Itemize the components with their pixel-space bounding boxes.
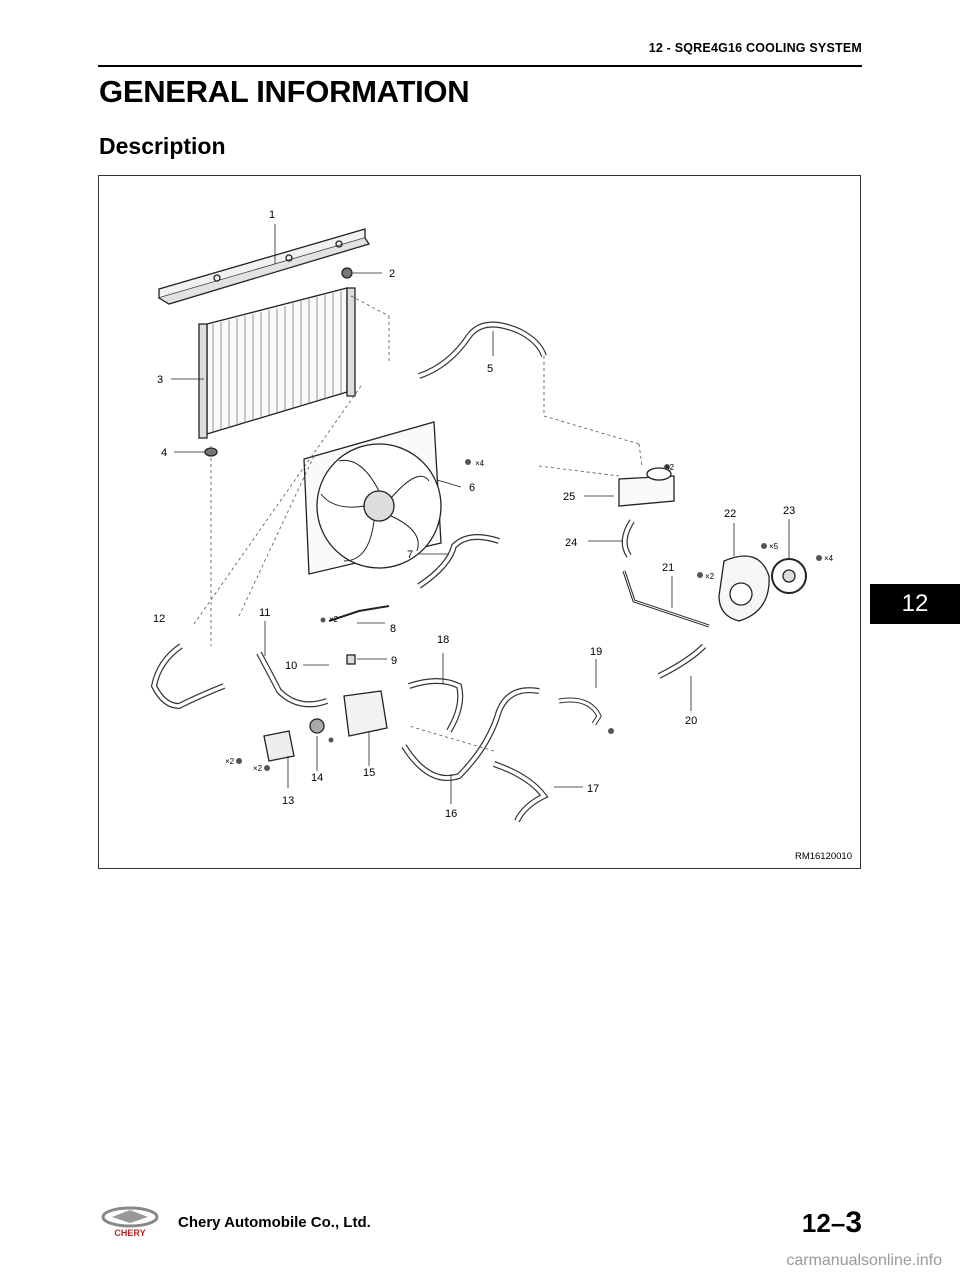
watermark: carmanualsonline.info bbox=[786, 1252, 942, 1269]
callout-1: 1 bbox=[269, 209, 275, 221]
callout-17: 17 bbox=[587, 783, 599, 795]
qty-pipe-bolts: ×2 bbox=[329, 615, 339, 624]
callout-18: 18 bbox=[437, 634, 449, 646]
section-title: 12 - SQRE4G16 COOLING SYSTEM bbox=[648, 41, 862, 55]
qty-fan-bolts: ×4 bbox=[475, 459, 485, 468]
callout-4: 4 bbox=[161, 447, 167, 459]
qty-outlet-bolts: ×2 bbox=[705, 572, 715, 581]
svg-text:CHERY: CHERY bbox=[114, 1228, 145, 1238]
qty-pulley-bolts: ×4 bbox=[824, 554, 834, 563]
radiator-hose-part bbox=[150, 643, 226, 710]
callout-20: 20 bbox=[685, 715, 697, 727]
callout-8: 8 bbox=[390, 623, 396, 635]
company-name: Chery Automobile Co., Ltd. bbox=[178, 1214, 371, 1231]
quantity-labels: ×4 ×2 ×2 ×2 ×2 ×2 ×5 ×4 bbox=[225, 459, 834, 773]
bypass-pipe-part bbox=[328, 605, 390, 622]
callout-13: 13 bbox=[282, 795, 294, 807]
qty-13b: ×2 bbox=[253, 764, 263, 773]
thermostat-part bbox=[309, 718, 325, 734]
chapter-tab: 12 bbox=[870, 584, 960, 624]
callout-24: 24 bbox=[565, 537, 577, 549]
callout-5: 5 bbox=[487, 363, 493, 375]
callout-12: 12 bbox=[153, 613, 165, 625]
water-outlet-part bbox=[263, 730, 295, 762]
qty-pump-bolts: ×5 bbox=[769, 542, 779, 551]
callout-2: 2 bbox=[389, 268, 395, 280]
callout-9: 9 bbox=[391, 655, 397, 667]
figure-code: RM16120010 bbox=[794, 851, 852, 862]
cooling-system-diagram: 1 2 3 4 5 6 7 8 9 10 11 12 13 14 15 16 1… bbox=[98, 175, 861, 869]
page-prefix: 12– bbox=[801, 1208, 846, 1238]
exploded-view-drawing: 1 2 3 4 5 6 7 8 9 10 11 12 13 14 15 16 1… bbox=[150, 209, 834, 823]
callout-16: 16 bbox=[445, 808, 457, 820]
upper-bracket-part bbox=[158, 228, 366, 299]
callout-19: 19 bbox=[590, 646, 602, 658]
callout-10: 10 bbox=[285, 660, 297, 672]
page-number: 12–3 bbox=[802, 1206, 862, 1240]
callout-3: 3 bbox=[157, 374, 163, 386]
mount-part bbox=[341, 267, 353, 279]
section-subheading: Description bbox=[99, 133, 226, 159]
callout-22: 22 bbox=[724, 508, 736, 520]
callout-6: 6 bbox=[469, 482, 475, 494]
small-hose-part bbox=[346, 654, 356, 665]
callout-14: 14 bbox=[311, 772, 323, 784]
callout-23: 23 bbox=[783, 505, 795, 517]
qty-13a: ×2 bbox=[225, 757, 235, 766]
header-divider bbox=[98, 65, 862, 67]
qty-tank-bolts: ×2 bbox=[665, 463, 675, 472]
callout-21: 21 bbox=[662, 562, 674, 574]
page-heading: GENERAL INFORMATION bbox=[99, 74, 470, 109]
callout-labels: 1 2 3 4 5 6 7 8 9 10 11 12 13 14 15 16 1… bbox=[153, 209, 795, 820]
pipe-fitting-part bbox=[558, 697, 602, 726]
callout-25: 25 bbox=[563, 491, 575, 503]
callout-7: 7 bbox=[407, 549, 413, 561]
thermostat-housing-part bbox=[343, 690, 388, 737]
page-num: 3 bbox=[845, 1206, 862, 1239]
expansion-tank-part bbox=[618, 475, 675, 507]
callout-11: 11 bbox=[259, 607, 270, 619]
return-hose-part bbox=[493, 761, 549, 823]
chery-logo: CHERY bbox=[100, 1206, 160, 1243]
pipe-part bbox=[622, 570, 710, 628]
callout-15: 15 bbox=[363, 767, 375, 779]
